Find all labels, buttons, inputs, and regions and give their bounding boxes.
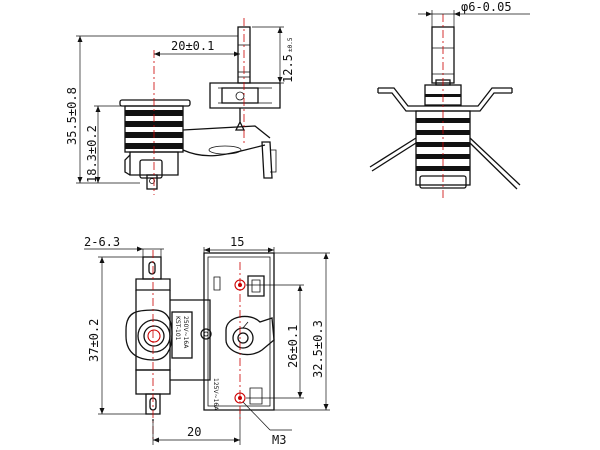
- dim-overall-height: 35.5±0.8: [65, 87, 79, 145]
- front-right-leg: [469, 137, 521, 190]
- dim-shaft-tolerance: ±0.5: [287, 37, 294, 52]
- plan-top-tab: [142, 256, 162, 280]
- dim-tab-width: 2-6.3: [84, 235, 120, 249]
- side-cap: [119, 99, 191, 107]
- dim-plate-height: 32.5±0.3: [311, 320, 325, 378]
- mark-model: KST-101: [174, 316, 181, 341]
- side-bimetal-arm: [182, 125, 271, 139]
- front-view: φ6-0.05: [369, 0, 530, 200]
- dim-diameter: φ6-0.05: [461, 0, 512, 14]
- plate-view: 125V~16A 15 26±0.1 32.5±0.3 M3: [200, 235, 330, 447]
- plate-cam-hub: [232, 327, 254, 349]
- mark-rating-250: 250V~16A: [182, 316, 189, 349]
- plan-view: KST-101 250V~16A 2-6.3 37±0.2 20: [84, 235, 241, 445]
- dim-overall-length: 37±0.2: [87, 319, 101, 362]
- front-left-leg: [369, 137, 417, 172]
- mark-rating-125: 125V~16A: [212, 378, 219, 411]
- plan-knob-ring: [125, 309, 173, 361]
- side-ceramic-stack: [124, 105, 184, 153]
- side-view: 20±0.1 12.5 ±0.5 35.5±0.8 18.3±0.2: [65, 18, 295, 195]
- dim-body-width: 15: [230, 235, 244, 249]
- dim-hole-span: 26±0.1: [286, 325, 300, 368]
- dim-pitch: 20: [187, 425, 201, 439]
- dim-screw: M3: [272, 433, 286, 447]
- dim-base-height: 18.3±0.2: [85, 125, 99, 183]
- dim-shaft-length: 12.5: [281, 54, 295, 83]
- plate-cam: [225, 315, 275, 356]
- side-bracket: [209, 82, 281, 109]
- dim-offset-top: 20±0.1: [171, 39, 214, 53]
